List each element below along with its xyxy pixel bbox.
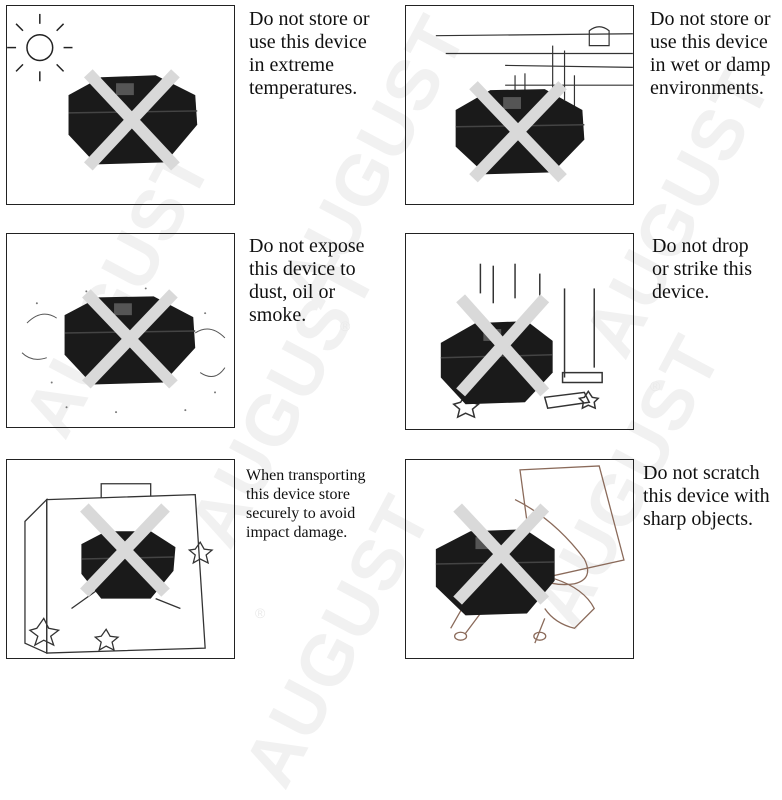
caption-temperature: Do not store or use this device in extre…	[249, 8, 370, 99]
caption-transport: When transporting this device store secu…	[246, 467, 366, 541]
prohibited-cross-icon	[456, 294, 550, 397]
panel-scratch	[405, 459, 634, 659]
prohibited-cross-icon	[80, 503, 170, 597]
dust-particles	[35, 287, 217, 414]
caption-dust: Do not expose this device to dust, oil o…	[249, 235, 365, 326]
illustration-temperature	[7, 13, 198, 171]
caption-wet: Do not store or use this device in wet o…	[650, 8, 771, 99]
sun-icon	[7, 13, 73, 82]
illustration-transport	[24, 483, 214, 655]
caption-scratch: Do not scratch this device with sharp ob…	[643, 462, 770, 530]
dust-icon	[21, 313, 226, 378]
tap-icon	[435, 26, 633, 115]
illustration-wet	[435, 26, 633, 183]
caption-drop: Do not drop or strike this device.	[652, 235, 752, 303]
panel-wet	[405, 5, 634, 205]
watermark-reg-2: ®	[650, 378, 661, 394]
panel-drop	[405, 233, 634, 430]
prohibited-cross-icon	[82, 289, 178, 389]
illustration-scratch	[435, 465, 625, 644]
panel-dust	[6, 233, 235, 428]
watermark-reg-3: ®	[255, 605, 266, 621]
panel-transport	[6, 459, 235, 659]
prohibited-cross-icon	[469, 81, 567, 183]
prohibited-cross-icon	[83, 69, 180, 171]
illustration-drop	[440, 263, 603, 419]
illustration-dust	[21, 287, 226, 414]
prohibited-cross-icon	[453, 503, 550, 605]
panel-temperature	[6, 5, 235, 205]
